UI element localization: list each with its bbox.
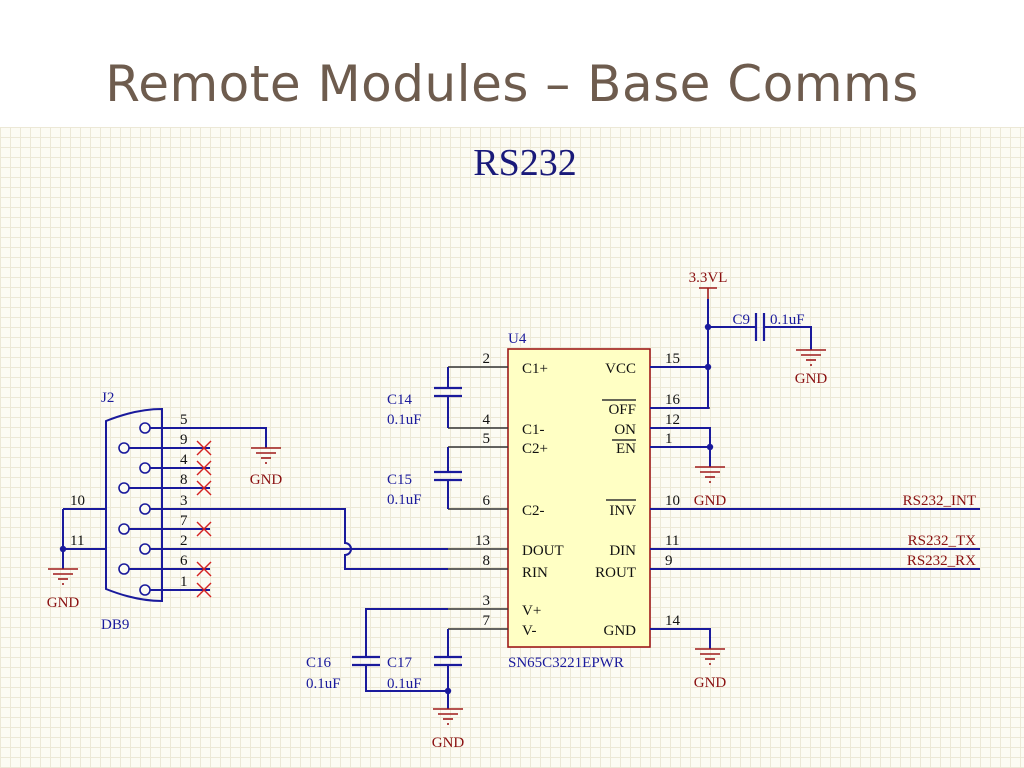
ic-pin-name: RIN bbox=[522, 565, 548, 581]
ic-part: SN65C3221EPWR bbox=[508, 655, 624, 671]
db9-shell bbox=[105, 407, 163, 603]
schematic-title: RS232 bbox=[473, 142, 576, 184]
connector-pin-number: 5 bbox=[180, 412, 188, 428]
gnd-symbol: GND bbox=[795, 349, 828, 387]
ic-pin-name: C1- bbox=[522, 422, 545, 438]
ic-u4: U4 SN65C3221EPWR 2 C1+ 4 C1- 5 C2+ 6 C2-… bbox=[448, 331, 710, 671]
gnd-symbol: GND bbox=[250, 447, 283, 488]
gnd-label: GND bbox=[250, 472, 283, 488]
ic-pin-number: 6 bbox=[483, 493, 491, 509]
ic-pin-name: EN bbox=[616, 441, 636, 457]
ic-pin-number: 14 bbox=[665, 613, 681, 629]
capacitor-ref: C16 bbox=[306, 655, 332, 671]
net-label-tx: RS232_TX bbox=[908, 533, 977, 549]
ic-pin-name: V+ bbox=[522, 603, 541, 619]
connector-pin-number: 9 bbox=[180, 432, 188, 448]
capacitor-c9: C9 0.1uF bbox=[732, 312, 812, 350]
gnd-symbol: GND bbox=[47, 568, 80, 611]
connector-j2: J2 DB9 5 9 4 8 3 7 2 6 1 bbox=[59, 390, 212, 633]
ic-pin-number: 4 bbox=[483, 412, 491, 428]
schematic-drawing: RS232 U4 SN65C3221EPWR 2 C1+ 4 C1- 5 C2+… bbox=[47, 142, 980, 751]
gnd-label: GND bbox=[47, 595, 80, 611]
ic-pin-number: 15 bbox=[665, 351, 680, 367]
ic-pin-number: 11 bbox=[665, 533, 679, 549]
supply-label: 3.3VL bbox=[689, 270, 728, 286]
capacitor-c17: C17 0.1uF bbox=[387, 655, 462, 692]
ic-pin-name: INV bbox=[609, 503, 636, 519]
ic-pin-name: DIN bbox=[609, 543, 636, 559]
connector-pin-number: 4 bbox=[180, 452, 188, 468]
gnd-symbol: GND bbox=[432, 708, 465, 751]
ic-pin-name: C2+ bbox=[522, 441, 548, 457]
capacitor-value: 0.1uF bbox=[387, 676, 422, 692]
gnd-label: GND bbox=[694, 675, 727, 691]
wire-rin bbox=[210, 508, 448, 570]
ic-pin-name: GND bbox=[604, 623, 637, 639]
ic-pin-number: 2 bbox=[483, 351, 491, 367]
capacitor-value: 0.1uF bbox=[770, 312, 805, 328]
supply-3v3: 3.3VL bbox=[689, 270, 728, 299]
connector-pin-number: 8 bbox=[180, 472, 188, 488]
capacitor-ref: C14 bbox=[387, 392, 413, 408]
capacitor-value: 0.1uF bbox=[387, 492, 422, 508]
ic-pin-name: V- bbox=[522, 623, 536, 639]
ic-pin-number: 7 bbox=[483, 613, 491, 629]
connector-pin-number: 1 bbox=[180, 574, 188, 590]
capacitor-value: 0.1uF bbox=[387, 412, 422, 428]
ic-pin-name: OFF bbox=[608, 402, 636, 418]
ic-pin-name: C2- bbox=[522, 503, 545, 519]
ic-pin-number: 10 bbox=[665, 493, 680, 509]
connector-type: DB9 bbox=[101, 617, 129, 633]
ic-pin-name: VCC bbox=[605, 361, 636, 377]
ic-pin-number: 8 bbox=[483, 553, 491, 569]
ic-body bbox=[507, 348, 651, 648]
ic-pin-name: DOUT bbox=[522, 543, 564, 559]
gnd-symbol: GND bbox=[694, 466, 727, 509]
gnd-label: GND bbox=[694, 493, 727, 509]
capacitor-c15: C15 0.1uF bbox=[387, 447, 462, 509]
connector-pin-number: 7 bbox=[180, 513, 188, 529]
connector-pin-number: 6 bbox=[180, 553, 188, 569]
capacitor-ref: C9 bbox=[732, 312, 750, 328]
connector-pin-number: 3 bbox=[180, 493, 188, 509]
capacitor-c16: C16 0.1uF bbox=[306, 655, 380, 692]
net-label-int: RS232_INT bbox=[903, 493, 976, 509]
capacitor-c14: C14 0.1uF bbox=[387, 367, 462, 428]
net-label-rx: RS232_RX bbox=[907, 553, 976, 569]
ic-pin-number: 16 bbox=[665, 392, 681, 408]
connector-pin-number: 2 bbox=[180, 533, 188, 549]
ic-pin-name: ON bbox=[614, 422, 636, 438]
connector-shell-pin: 10 bbox=[70, 493, 85, 509]
ic-ref: U4 bbox=[508, 331, 527, 347]
connector-shell-pin: 11 bbox=[70, 533, 84, 549]
ic-pin-number: 1 bbox=[665, 431, 673, 447]
ic-pin-number: 12 bbox=[665, 412, 680, 428]
ic-pin-name: ROUT bbox=[595, 565, 636, 581]
capacitor-ref: C15 bbox=[387, 472, 412, 488]
ic-pin-number: 13 bbox=[475, 533, 490, 549]
no-connect-marks bbox=[196, 440, 212, 598]
gnd-label: GND bbox=[432, 735, 465, 751]
ic-pin-number: 3 bbox=[483, 593, 491, 609]
ic-pin-number: 9 bbox=[665, 553, 673, 569]
slide-title: Remote Modules – Base Comms bbox=[105, 55, 919, 113]
capacitor-ref: C17 bbox=[387, 655, 413, 671]
gnd-label: GND bbox=[795, 371, 828, 387]
schematic-sheet: RS232 U4 SN65C3221EPWR 2 C1+ 4 C1- 5 C2+… bbox=[0, 127, 1024, 768]
ic-pin-number: 5 bbox=[483, 431, 491, 447]
capacitor-value: 0.1uF bbox=[306, 676, 341, 692]
gnd-symbol: GND bbox=[694, 648, 727, 691]
connector-ref: J2 bbox=[101, 390, 114, 406]
ic-pin-name: C1+ bbox=[522, 361, 548, 377]
